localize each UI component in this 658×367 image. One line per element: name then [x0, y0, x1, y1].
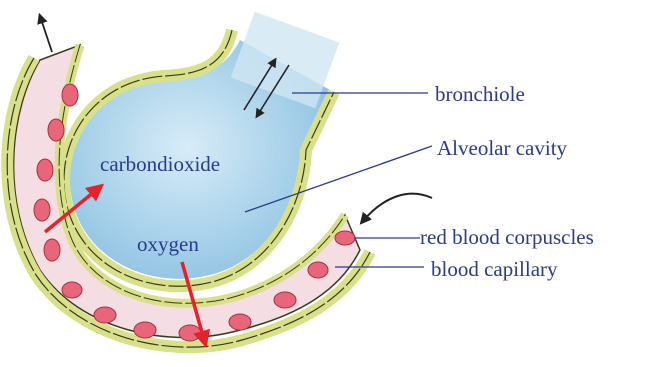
rbc-cell: [94, 307, 116, 323]
rbc-cell: [48, 119, 64, 141]
rbc-cell: [44, 239, 60, 261]
label-alveolar-cavity: Alveolar cavity: [437, 138, 567, 159]
label-carbondioxide: carbondioxide: [100, 154, 220, 175]
rbc-cell: [62, 282, 82, 298]
rbc-cell: [62, 84, 78, 106]
label-bronchiole: bronchiole: [435, 84, 525, 105]
rbc-cell: [134, 322, 156, 338]
alveolar-cavity-shape: [70, 12, 339, 279]
label-blood-capillary: blood capillary: [431, 259, 558, 280]
rbc-cell: [308, 262, 328, 278]
blood-out-arrow-icon: [40, 16, 52, 52]
rbc-cell: [34, 199, 50, 221]
label-oxygen: oxygen: [137, 234, 199, 255]
rbc-cell: [37, 159, 53, 181]
rbc-cell: [179, 325, 201, 341]
blood-in-arrow-icon: [362, 194, 432, 222]
rbc-cell: [335, 231, 355, 245]
rbc-cell: [274, 292, 296, 308]
label-red-blood-corpuscles: red blood corpuscles: [420, 227, 594, 248]
rbc-cell: [229, 314, 251, 330]
